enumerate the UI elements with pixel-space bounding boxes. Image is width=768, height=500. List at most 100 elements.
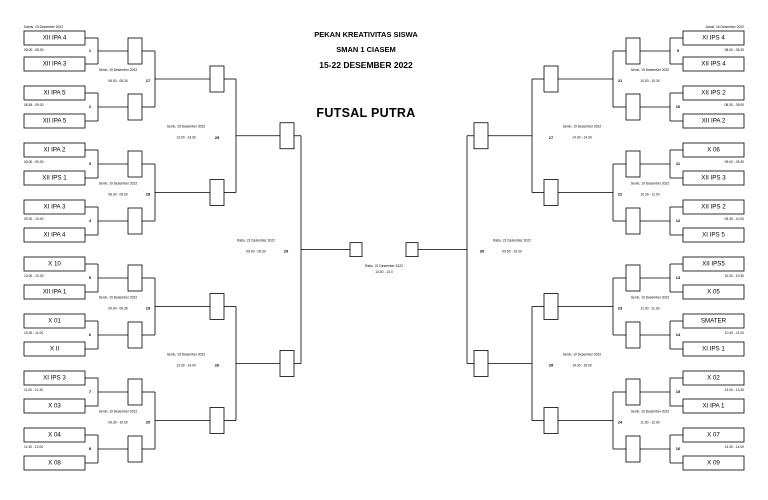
team-name: XI IPS 5 bbox=[702, 232, 725, 239]
team-name: XII IPS5 bbox=[702, 261, 725, 268]
team-name: X 04 bbox=[48, 432, 61, 439]
team-name: XI IPA 5 bbox=[44, 90, 66, 97]
team-name: X 09 bbox=[707, 460, 720, 467]
match-number: 29 bbox=[284, 249, 289, 254]
team-name: XII IPS 3 bbox=[701, 175, 726, 182]
match-time: 08.00 - 08.30 bbox=[725, 48, 745, 52]
match-number: 8 bbox=[89, 446, 92, 451]
match-time: 13.30 - 14.00 bbox=[176, 363, 196, 367]
match-box bbox=[473, 350, 489, 377]
match-time: 13.30 - 14.00 bbox=[725, 445, 745, 449]
match-time: 08.30 - 09.00 bbox=[108, 192, 128, 196]
match-number: 25 bbox=[215, 135, 220, 140]
team-name: XI IPA 2 bbox=[44, 147, 66, 154]
match-date: Senin, 19 Desember 2022 bbox=[167, 352, 205, 356]
team-name: XII IPA 1 bbox=[43, 289, 67, 296]
team-name: XI IPA 3 bbox=[44, 204, 66, 211]
match-time: 09.00 - 09.30 bbox=[24, 160, 44, 164]
match-date: Senin, 19 Desember 2022 bbox=[99, 409, 137, 413]
team-name: X 07 bbox=[707, 432, 720, 439]
match-box bbox=[543, 179, 559, 206]
match-number: 16 bbox=[676, 446, 681, 451]
match-time: 09.50 - 10.00 bbox=[502, 250, 522, 254]
match-number: 5 bbox=[89, 275, 92, 280]
team-name: XI IPS 1 bbox=[702, 346, 725, 353]
team-name: XII IPA 3 bbox=[43, 61, 67, 68]
match-box bbox=[209, 407, 225, 434]
match-date: Senin, 19 Desember 2022 bbox=[631, 295, 669, 299]
match-number: 3 bbox=[89, 161, 92, 166]
match-box bbox=[127, 435, 143, 463]
match-box bbox=[543, 407, 559, 434]
match-box bbox=[127, 207, 143, 235]
match-time: 09.30 - 10.00 bbox=[725, 217, 745, 221]
match-number: 14 bbox=[676, 332, 681, 337]
match-date: Senin, 19 Desember 2022 bbox=[99, 295, 137, 299]
match-time: 09.00 - 09.30 bbox=[108, 306, 128, 310]
match-time: 08.00 - 08.30 bbox=[24, 48, 44, 52]
first-round-date: Kamis, 15 Desember 2022 bbox=[24, 25, 63, 29]
match-time: 11.00 - 11.30 bbox=[24, 388, 43, 392]
match-time: 09.00 - 09.30 bbox=[725, 160, 745, 164]
team-name: X 03 bbox=[48, 403, 61, 410]
team-name: XII IPA 5 bbox=[43, 118, 67, 125]
match-time: 14.00 - 14.30 bbox=[572, 136, 592, 140]
team-name: XI IPS 4 bbox=[702, 35, 725, 42]
match-date: Rabu, 21 Desember 2022 bbox=[237, 239, 275, 243]
first-round-date: Jumat, 16 Desember 2022 bbox=[705, 25, 744, 29]
match-number: 13 bbox=[676, 275, 681, 280]
match-box bbox=[625, 150, 641, 178]
match-time: 14.30 - 15.00 bbox=[572, 363, 592, 367]
match-box bbox=[127, 264, 143, 292]
match-number: 15 bbox=[676, 389, 681, 394]
match-number: 28 bbox=[549, 363, 554, 368]
match-box bbox=[625, 37, 641, 65]
match-time: 09.30 - 10.00 bbox=[24, 217, 44, 221]
match-box bbox=[127, 150, 143, 178]
match-number: 20 bbox=[146, 420, 151, 425]
team-name: XII IPS 1 bbox=[42, 175, 67, 182]
team-name: XII IPS 2 bbox=[701, 90, 726, 97]
match-number: 30 bbox=[480, 249, 485, 254]
team-name: X II bbox=[50, 346, 60, 353]
match-box bbox=[625, 378, 641, 406]
match-date: Senin, 19 Desember 2022 bbox=[563, 125, 601, 129]
match-number: 18 bbox=[146, 192, 151, 197]
match-time: 09.00 - 09.30 bbox=[246, 250, 266, 254]
match-time: 13.00 - 13.30 bbox=[725, 388, 745, 392]
match-box bbox=[127, 321, 143, 349]
match-date: Senin, 19 Desember 2022 bbox=[631, 409, 669, 413]
match-number: 4 bbox=[89, 218, 92, 223]
match-box bbox=[209, 293, 225, 320]
team-name: XII IPS 2 bbox=[701, 204, 726, 211]
event-dates: 15-22 DESEMBER 2022 bbox=[319, 60, 413, 70]
team-name: XII IPA 4 bbox=[43, 35, 67, 42]
match-box bbox=[625, 321, 641, 349]
team-name: X 08 bbox=[48, 460, 61, 467]
match-number: 2 bbox=[89, 104, 92, 109]
match-box bbox=[127, 93, 143, 121]
team-name: XII IPA 2 bbox=[702, 118, 726, 125]
match-number: 21 bbox=[618, 78, 623, 83]
match-number: 7 bbox=[89, 389, 92, 394]
match-date: Senin, 19 Desember 2022 bbox=[631, 181, 669, 185]
team-name: X 05 bbox=[707, 289, 720, 296]
match-number: 6 bbox=[89, 332, 92, 337]
match-time: 13.00 - 13.30 bbox=[176, 136, 196, 140]
match-date: Senin, 19 Desember 2022 bbox=[99, 68, 137, 72]
match-box bbox=[279, 350, 295, 377]
match-date: Senin, 19 Desember 2022 bbox=[99, 181, 137, 185]
match-box bbox=[625, 207, 641, 235]
match-box bbox=[209, 65, 225, 93]
sport-title: FUTSAL PUTRA bbox=[316, 106, 416, 120]
match-number: 26 bbox=[215, 363, 220, 368]
match-number: 24 bbox=[618, 420, 623, 425]
match-date: Senin, 19 Desember 2022 bbox=[631, 68, 669, 72]
match-box bbox=[127, 37, 143, 65]
final-date: Rabu, 21 Desember 2022 bbox=[365, 264, 403, 268]
match-time: 09.30 - 10.00 bbox=[108, 420, 128, 424]
team-name: SMATER bbox=[701, 318, 727, 325]
match-time: 11.30 - 12.00 bbox=[640, 420, 659, 424]
match-date: Rabu, 21 Desember 2022 bbox=[493, 239, 531, 243]
